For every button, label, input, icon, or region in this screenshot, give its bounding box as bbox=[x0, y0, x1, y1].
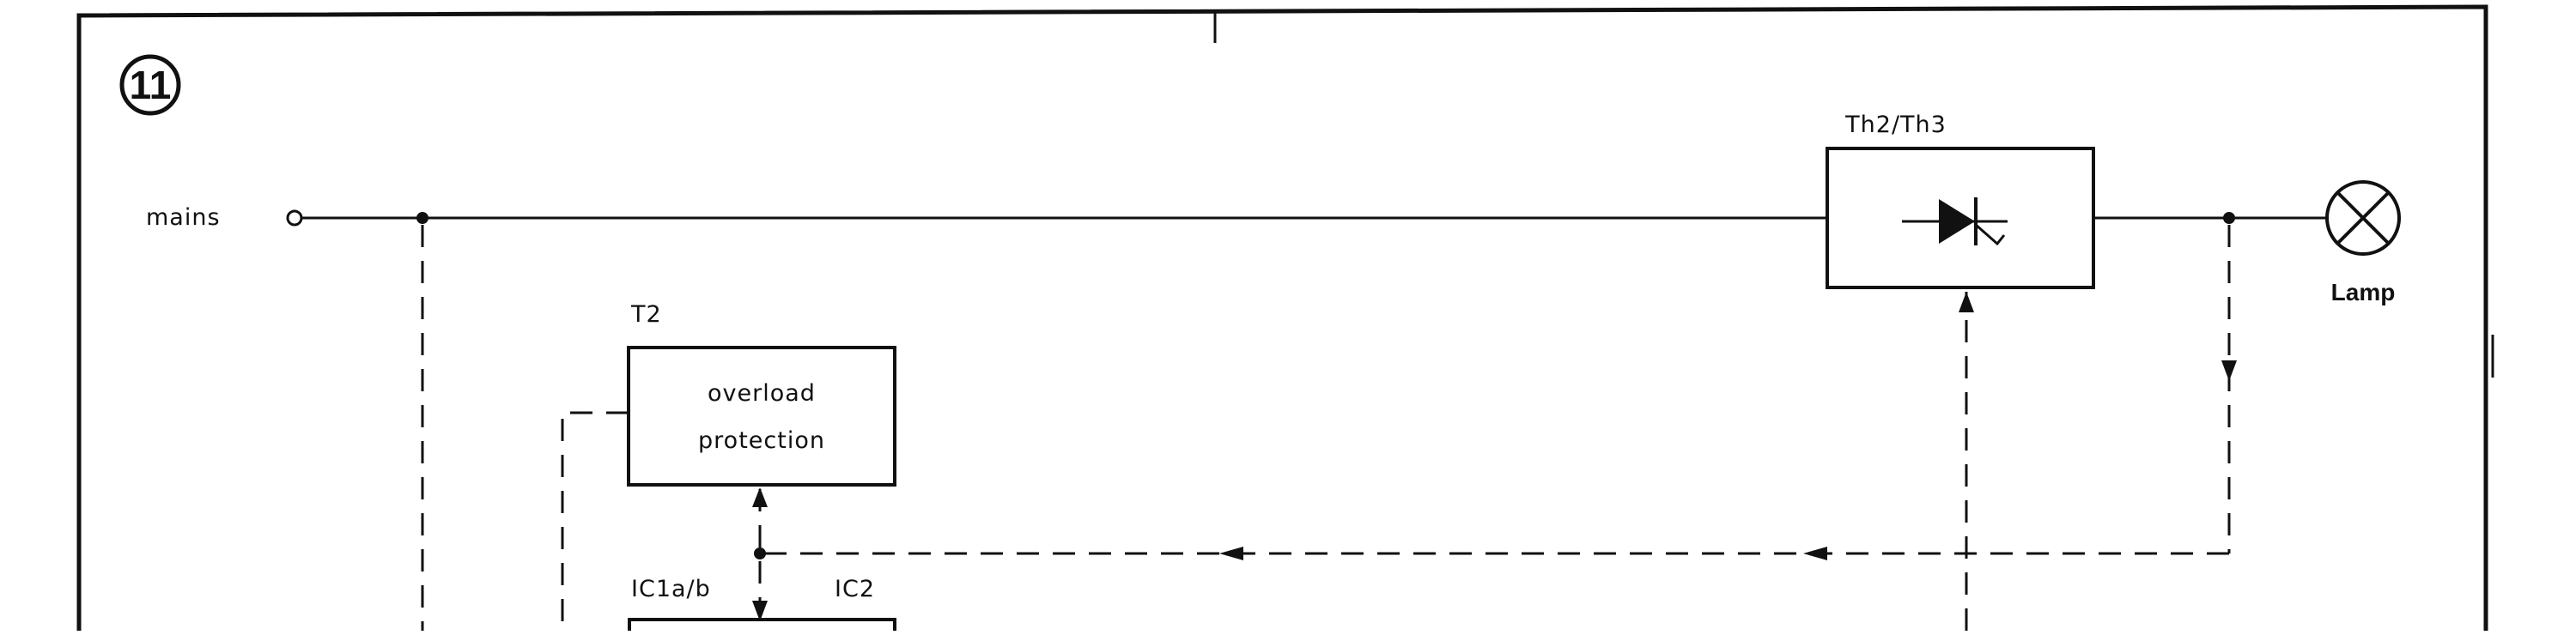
thyristor-symbol-triangle bbox=[1939, 199, 1975, 244]
figure-frame bbox=[76, 4, 2488, 631]
lamp-cross-b bbox=[2336, 190, 2391, 245]
ic-arrowhead-down bbox=[752, 601, 768, 621]
lamp-sense-arrowhead bbox=[2221, 360, 2237, 381]
mains-junction-dot bbox=[416, 212, 428, 224]
overload-protection-block bbox=[627, 346, 896, 487]
overload-arrowhead-up bbox=[752, 487, 768, 507]
lamp-icon bbox=[2325, 180, 2401, 256]
figure-number: 11 bbox=[130, 63, 172, 107]
mains-terminal bbox=[286, 209, 303, 227]
feedback-junction-dot bbox=[754, 547, 766, 559]
feedback-arrowhead-right bbox=[1803, 547, 1827, 560]
thyristor-ref-label: Th2/Th3 bbox=[1844, 112, 1947, 138]
gate-drive-arrowhead bbox=[1959, 292, 1974, 312]
overload-ref-label: T2 bbox=[630, 301, 662, 328]
thyristor-symbol-gate bbox=[1975, 223, 2006, 246]
figure-number-badge: 11 bbox=[119, 54, 181, 116]
thyristor-symbol bbox=[1902, 197, 2008, 246]
overload-block-line2: protection bbox=[698, 427, 825, 454]
ic1-ref-label: IC1a/b bbox=[631, 576, 711, 602]
ic2-ref-label: IC2 bbox=[835, 576, 875, 602]
feedback-arrowhead-left bbox=[1219, 547, 1243, 560]
ic-block-top bbox=[628, 618, 896, 631]
lamp-junction-dot bbox=[2223, 212, 2235, 224]
lamp-label: Lamp bbox=[2331, 279, 2396, 305]
overload-side-dashed bbox=[561, 411, 629, 631]
overload-block-line1: overload bbox=[708, 380, 816, 407]
figure-number-circle bbox=[119, 54, 181, 116]
mains-label: mains bbox=[146, 204, 221, 231]
